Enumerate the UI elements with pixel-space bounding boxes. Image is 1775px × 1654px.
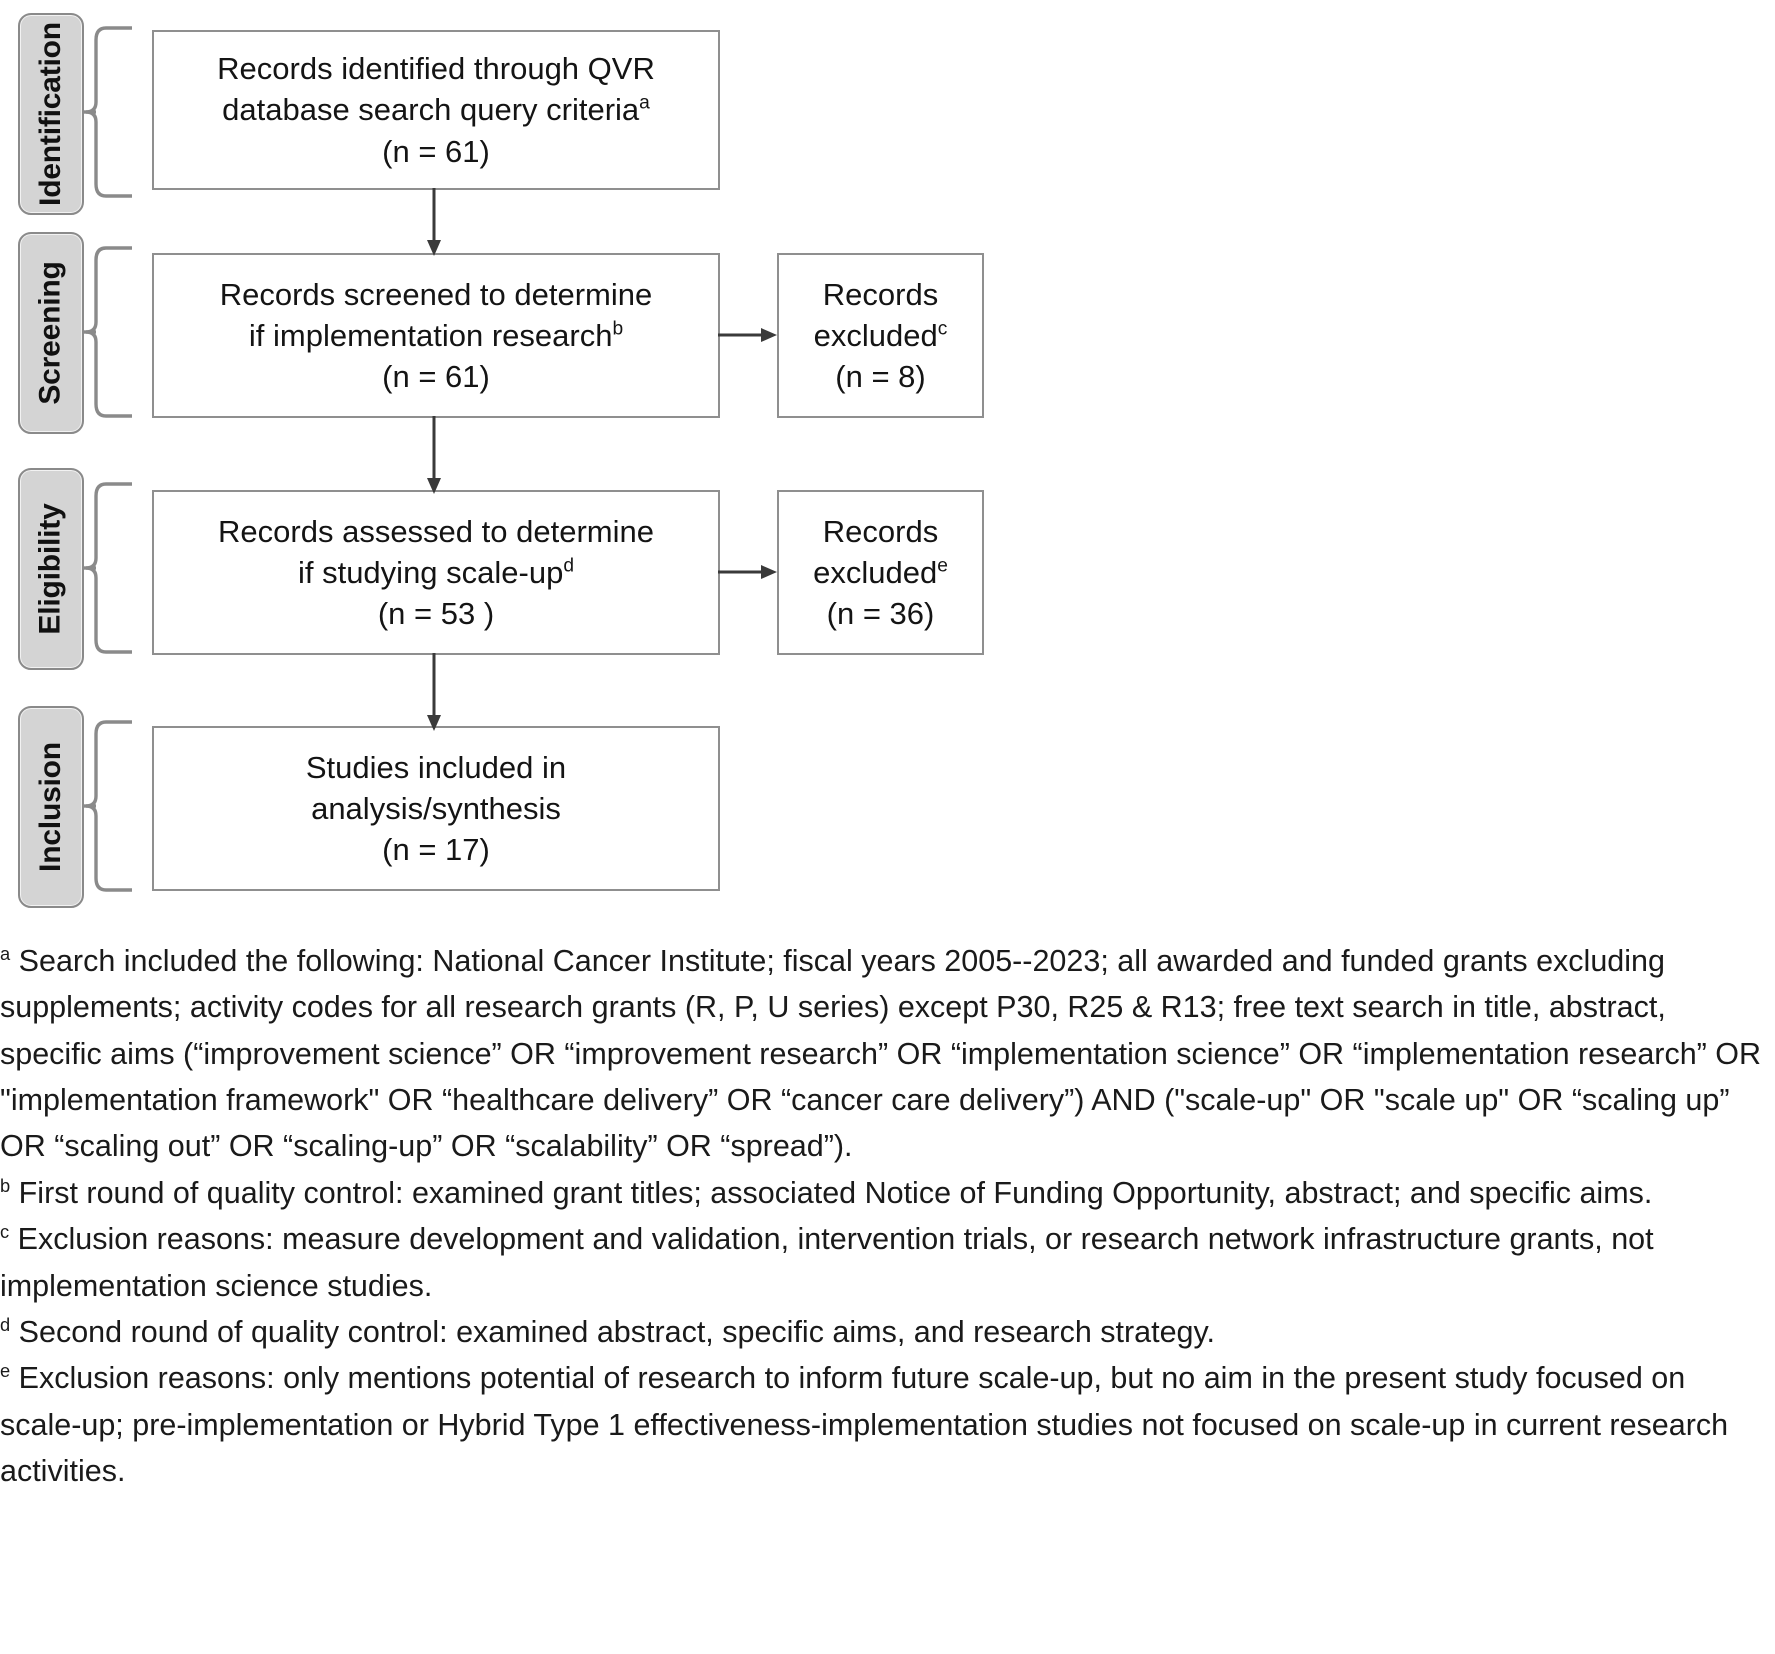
- stage-label-inclusion: Inclusion: [18, 706, 84, 908]
- footnote-e: e Exclusion reasons: only mentions poten…: [0, 1355, 1775, 1494]
- flow-box-count: (n = 61): [382, 359, 490, 395]
- flow-box-count: (n = 61): [382, 133, 490, 169]
- footnote-text-b: First round of quality control: examined…: [18, 1175, 1653, 1210]
- flow-box-identified: Records identified through QVR database …: [152, 30, 720, 190]
- flow-box-count: (n = 36): [826, 596, 935, 632]
- flow-box-line-2: excludede: [813, 552, 948, 593]
- stage-label-text: Inclusion: [34, 742, 67, 872]
- footnote-text-d: Second round of quality control: examine…: [18, 1314, 1215, 1349]
- footnote-marker-d: d: [0, 1313, 11, 1335]
- footnote-text-e: Exclusion reasons: only mentions potenti…: [0, 1361, 1729, 1488]
- brace-identification: [82, 26, 132, 198]
- arrow-screened-to-excluded: [718, 328, 777, 342]
- flow-box-line-2-text: excluded: [813, 554, 938, 590]
- flow-box-count: (n = 8): [835, 359, 926, 395]
- flow-box-line-1: Records: [822, 276, 939, 312]
- flow-box-line-2-text: excluded: [813, 317, 938, 353]
- stage-label-identification: Identification: [18, 13, 84, 215]
- stage-label-text: Eligibility: [34, 503, 67, 635]
- flow-box-line-2: analysis/synthesis: [311, 790, 561, 826]
- footnotes-block: a Search included the following: Nationa…: [0, 938, 1775, 1494]
- brace-screening: [82, 246, 132, 418]
- flow-box-assessed: Records assessed to determine if studyin…: [152, 490, 720, 655]
- stage-label-screening: Screening: [18, 232, 84, 434]
- arrow-screened-to-assessed: [427, 416, 441, 494]
- arrow-assessed-to-included: [427, 653, 441, 731]
- flow-box-line-2: excludedc: [814, 315, 948, 356]
- flow-box-line-1: Records: [822, 513, 939, 549]
- stage-label-text: Screening: [34, 261, 67, 405]
- flow-box-count: (n = 17): [382, 832, 490, 868]
- footnote-marker-b: b: [0, 1174, 11, 1196]
- footnote-ref-d: d: [563, 555, 575, 577]
- footnote-marker-a: a: [0, 942, 11, 964]
- flow-box-excluded-eligibility: Records excludede (n = 36): [777, 490, 984, 655]
- flow-box-line-2-text: database search query criteria: [222, 92, 640, 128]
- flow-box-line-2: if implementation researchb: [249, 315, 623, 356]
- flow-box-line-2: database search query criteriaa: [222, 89, 650, 130]
- arrow-identified-to-screened: [427, 188, 441, 256]
- prisma-flow-diagram: Identification Screening Eligibility Inc…: [18, 13, 984, 908]
- footnote-text-c: Exclusion reasons: measure development a…: [0, 1222, 1654, 1303]
- flow-box-line-2-text: if implementation research: [248, 317, 613, 353]
- footnote-ref-e: e: [937, 555, 948, 577]
- footnote-ref-c: c: [937, 318, 948, 340]
- flow-box-line-1: Records identified through QVR: [217, 51, 655, 87]
- flow-box-excluded-screening: Records excludedc (n = 8): [777, 253, 984, 418]
- flow-box-included: Studies included in analysis/synthesis (…: [152, 726, 720, 891]
- flow-box-screened: Records screened to determine if impleme…: [152, 253, 720, 418]
- flow-box-line-1: Records assessed to determine: [218, 513, 654, 549]
- brace-inclusion: [82, 720, 132, 892]
- footnote-marker-c: c: [0, 1221, 10, 1242]
- footnote-c: c Exclusion reasons: measure development…: [0, 1216, 1775, 1309]
- flow-box-line-2: if studying scale-upd: [298, 552, 574, 593]
- footnote-marker-e: e: [0, 1360, 11, 1382]
- flow-box-count: (n = 53 ): [377, 596, 495, 632]
- flow-box-line-1: Records screened to determine: [219, 276, 653, 312]
- flow-box-line-2-text: if studying scale-up: [297, 554, 564, 590]
- flow-box-line-1: Studies included in: [305, 749, 567, 785]
- stage-label-eligibility: Eligibility: [18, 468, 84, 670]
- brace-eligibility: [82, 482, 132, 654]
- footnote-ref-b: b: [612, 318, 624, 340]
- footnote-d: d Second round of quality control: exami…: [0, 1309, 1775, 1355]
- footnote-text-a: Search included the following: National …: [0, 944, 1762, 1164]
- arrow-assessed-to-excluded: [718, 565, 777, 579]
- stage-label-text: Identification: [34, 22, 67, 206]
- footnote-ref-a: a: [639, 93, 650, 115]
- footnote-a: a Search included the following: Nationa…: [0, 938, 1775, 1170]
- footnote-b: b First round of quality control: examin…: [0, 1170, 1775, 1216]
